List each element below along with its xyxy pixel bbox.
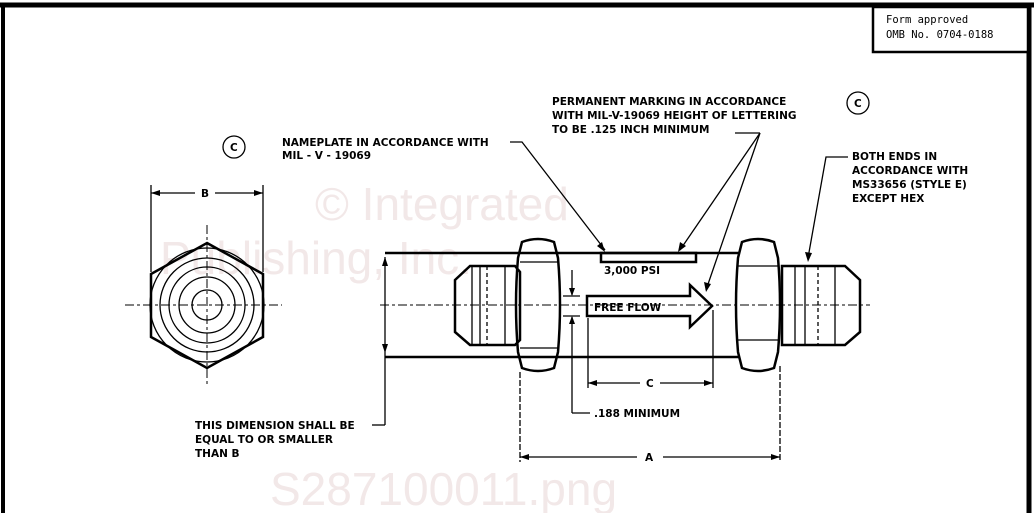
form-approval-box: Form approved OMB No. 0704-0188 [871, 5, 1030, 54]
dimension-b-label: B [201, 188, 209, 200]
nameplate [599, 251, 698, 264]
dimension-c-label: C [646, 378, 654, 390]
omb-number: OMB No. 0704-0188 [886, 29, 993, 41]
watermark-line-3: S287100011.png [270, 463, 617, 513]
marking-note-line-2: WITH MIL-V-19069 HEIGHT OF LETTERING [552, 110, 796, 122]
valve-side-view: 3,000 PSI FREE FLOW [380, 237, 870, 373]
dimension-note-line-2: EQUAL TO OR SMALLER [195, 434, 333, 446]
watermark: © Integrated Publishing, Inc. S287100011… [160, 178, 617, 513]
marking-note-line-1: PERMANENT MARKING IN ACCORDANCE [552, 96, 786, 108]
marking-note-line-3: TO BE .125 INCH MINIMUM [552, 124, 709, 136]
ends-note-line-1: BOTH ENDS IN [852, 151, 937, 163]
dimension-note-line-1: THIS DIMENSION SHALL BE [195, 420, 355, 432]
free-flow-label: FREE FLOW [594, 302, 662, 314]
hex-end-view: B [125, 185, 282, 385]
dimension-a [519, 366, 781, 462]
svg-text:C: C [854, 98, 862, 110]
ends-note-line-4: EXCEPT HEX [852, 193, 924, 205]
height-dimension [372, 257, 388, 426]
nameplate-note-line-1: NAMEPLATE IN ACCORDANCE WITH [282, 137, 489, 149]
svg-text:C: C [230, 142, 238, 154]
revision-mark-left: C [222, 135, 246, 159]
ends-note-line-3: MS33656 (STYLE E) [852, 179, 967, 191]
watermark-line-1: © Integrated [315, 178, 569, 230]
min-gap-dimension [563, 270, 590, 414]
marking-leaders [678, 132, 761, 292]
dimension-c [587, 310, 714, 388]
min-gap-label: .188 MINIMUM [594, 408, 680, 420]
ends-note-line-2: ACCORDANCE WITH [852, 165, 968, 177]
nameplate-note-line-2: MIL - V - 19069 [282, 150, 371, 162]
ends-leader [807, 156, 848, 259]
dimension-a-label: A [645, 452, 654, 464]
dimension-note-line-3: THAN B [195, 448, 240, 460]
flow-arrow [585, 282, 714, 330]
pressure-rating: 3,000 PSI [604, 265, 660, 277]
revision-mark-right: C [846, 91, 870, 115]
form-approved-label: Form approved [886, 14, 968, 26]
nameplate-leader [510, 141, 606, 251]
